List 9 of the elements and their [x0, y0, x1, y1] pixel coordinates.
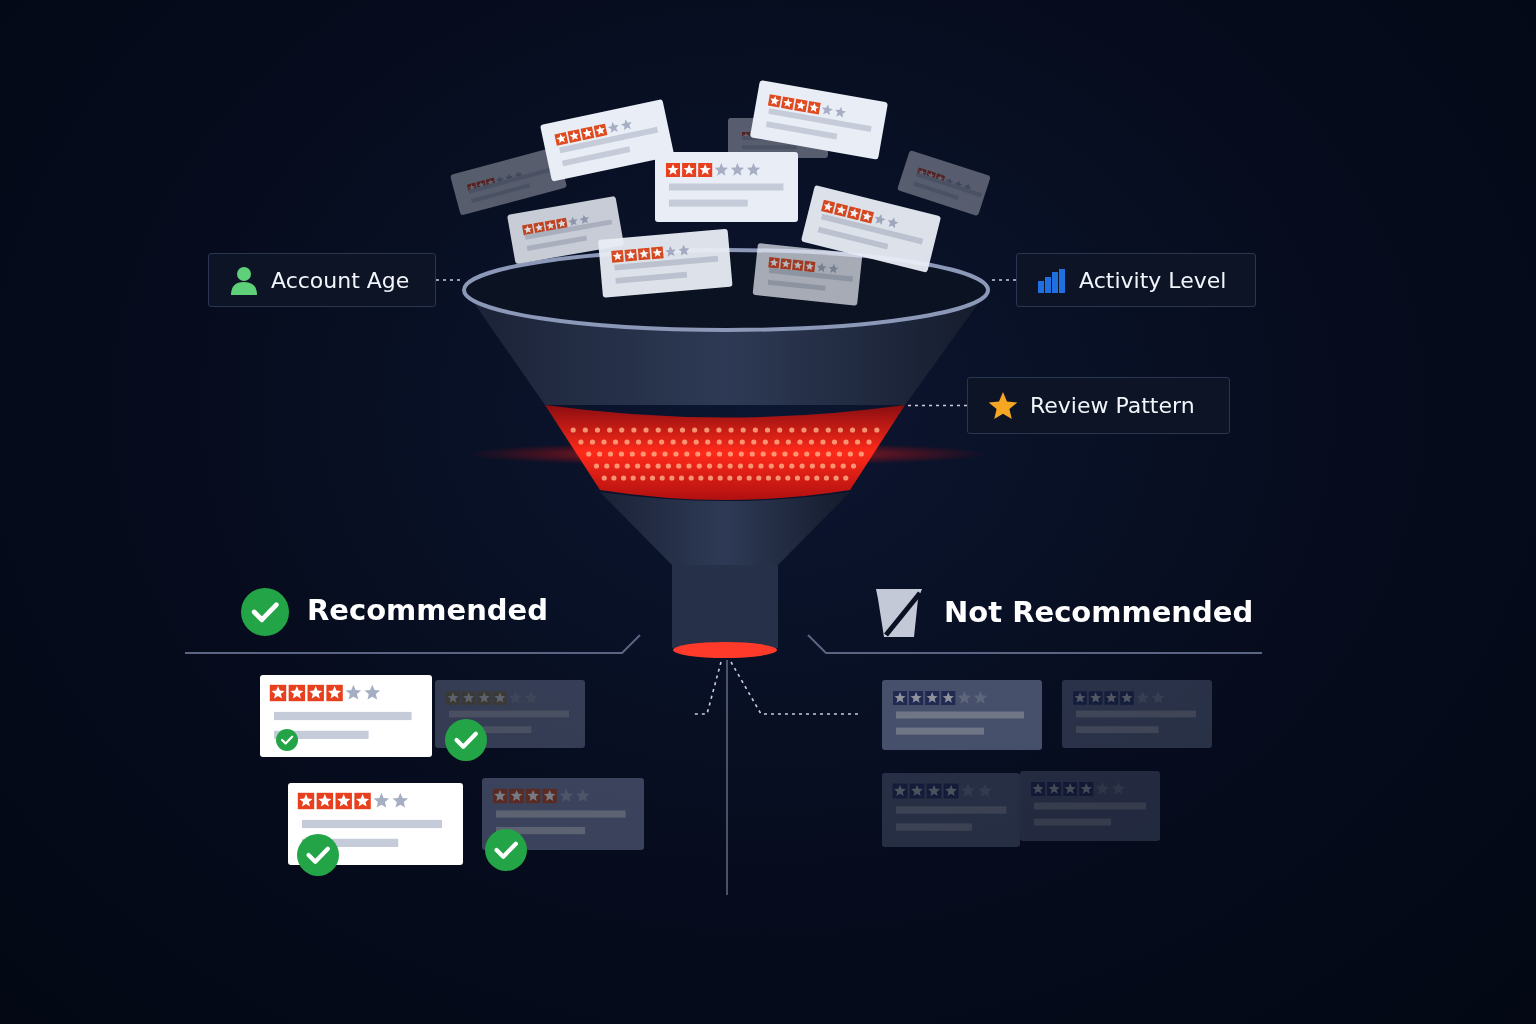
label-text: Account Age — [271, 267, 410, 293]
section-heading: Recommended — [307, 593, 549, 627]
criterion-label — [1016, 253, 1256, 307]
section-heading: Not Recommended — [944, 595, 1254, 629]
leader-line — [730, 661, 861, 715]
label-text: Review Pattern — [1030, 393, 1195, 418]
label-text: Activity Level — [1079, 267, 1227, 293]
criterion-label — [967, 377, 1230, 434]
criterion-label — [208, 253, 436, 307]
